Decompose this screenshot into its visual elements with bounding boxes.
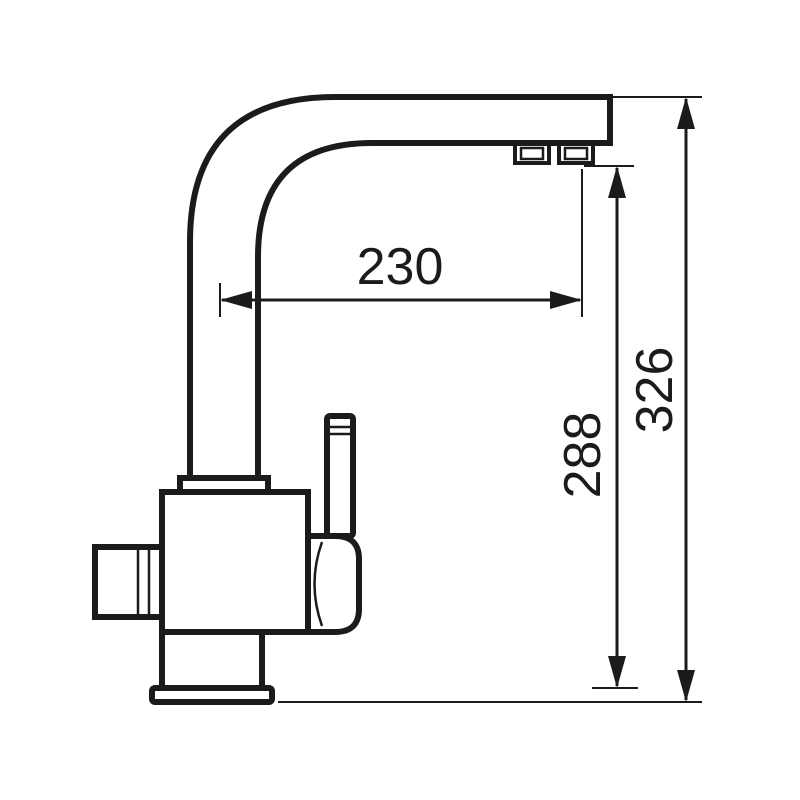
aerator-outlet-right-inner [563, 146, 589, 161]
aerator-outlet-left-inner [519, 146, 545, 161]
dimension-outlet-height: 288 [554, 165, 638, 689]
faucet-outline [92, 94, 613, 705]
overall-height-dimension-label: 326 [626, 347, 684, 434]
spout-arm [187, 94, 613, 481]
dimension-width: 230 [219, 169, 583, 317]
base-flange [149, 685, 275, 705]
width-arrowhead-right [550, 291, 582, 309]
overall-height-arrowhead-bottom [677, 670, 695, 702]
outlet-height-dimension-label: 288 [554, 412, 612, 499]
handle-joint [305, 533, 362, 635]
overall-height-arrowhead-top [677, 97, 695, 129]
outlet-height-arrowhead-top [608, 166, 626, 198]
dimension-overall-height: 326 [278, 96, 702, 703]
width-arrowhead-left [220, 291, 252, 309]
valve-body-lower [159, 629, 265, 691]
side-knob [92, 544, 165, 620]
handle-joint-curve [313, 541, 324, 627]
valve-body-upper [159, 489, 311, 635]
width-dimension-label: 230 [357, 238, 444, 296]
outlet-height-arrowhead-bottom [608, 656, 626, 688]
